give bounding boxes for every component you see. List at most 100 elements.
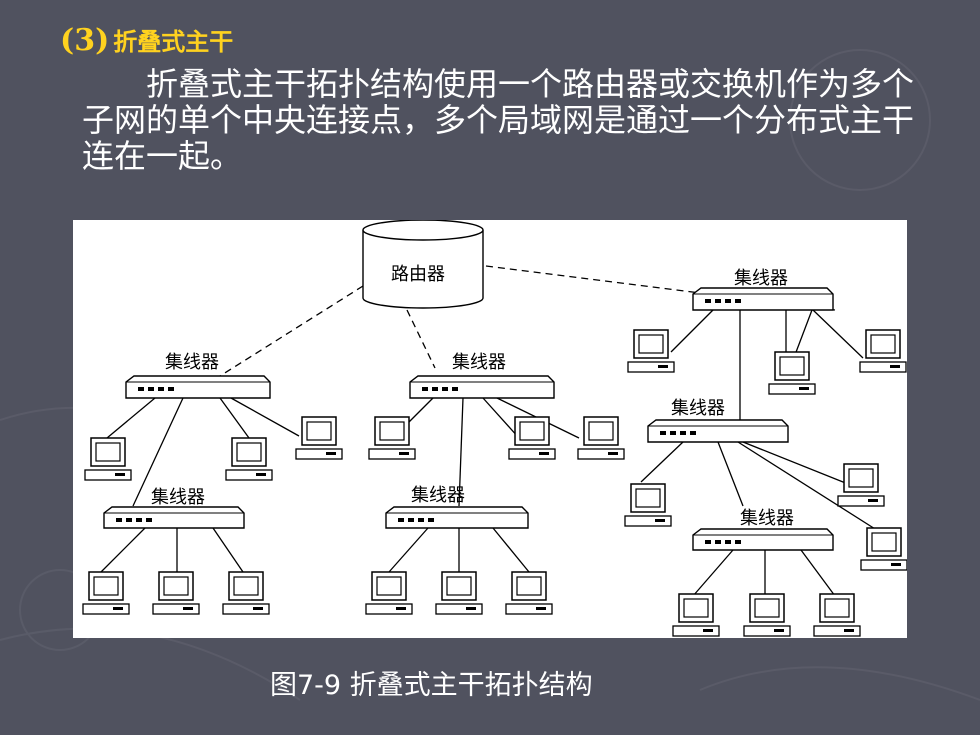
hub-port [158,387,164,391]
computer-drive-icon [536,607,546,610]
hub-port [148,387,154,391]
hub-port [452,387,458,391]
computer-base-icon [813,625,861,637]
hub-label-left: 集线器 [165,352,219,373]
computer-drive-icon [539,452,549,455]
heading-title: 折叠式主干 [113,27,234,56]
hub-port [705,299,711,303]
hub-port [146,518,152,522]
computer-drive-icon [890,365,900,368]
computer-base-icon [365,603,413,615]
heading-number: (3) [60,23,110,58]
computer-drive-icon [253,607,263,610]
computer-screen-icon [236,442,262,462]
backbone-link [406,309,436,369]
ethernet-link [219,397,250,439]
ethernet-link [812,309,864,359]
hub-port [715,299,721,303]
computer-screen-icon [635,488,661,508]
hub-label-mid-lower: 集线器 [411,485,465,506]
hub-label-top-right: 集线器 [734,268,788,289]
ethernet-link [100,527,146,573]
computer-screen-icon [93,576,119,596]
hub-port [136,518,142,522]
computer-drive-icon [774,629,784,632]
computer-base-icon [84,469,132,481]
hub-port [418,518,424,522]
topology-diagram [82,220,907,637]
computer-drive-icon [396,607,406,610]
hub-icon [647,419,789,443]
hub-icon [385,506,529,529]
computer-screen-icon [683,598,709,618]
router-label: 路由器 [391,264,445,285]
computer-drive-icon [113,607,123,610]
computer-drive-icon [466,607,476,610]
ethernet-link [640,441,684,483]
computer-screen-icon [871,532,897,552]
hub-port [690,431,696,435]
ethernet-link [717,441,744,507]
computer-screen-icon [446,576,472,596]
hub-port [126,518,132,522]
hub-port [422,387,428,391]
computer-base-icon [768,383,816,395]
computer-screen-icon [824,598,850,618]
computer-screen-icon [870,334,896,354]
paragraph-text: 折叠式主干拓扑结构使用一个路由器或交换机作为多个子网的单个中央连接点，多个局域网… [82,65,915,175]
computer-drive-icon [608,452,618,455]
hub-port [428,518,434,522]
computer-screen-icon [516,576,542,596]
computer-base-icon [82,603,130,615]
computer-screen-icon [376,576,402,596]
computer-base-icon [837,495,885,507]
computer-screen-icon [638,334,664,354]
computer-base-icon [743,625,791,637]
hub-port [725,299,731,303]
computer-drive-icon [799,387,809,390]
hub-label-right-lower: 集线器 [740,508,794,529]
computer-screen-icon [163,576,189,596]
computer-base-icon [859,361,907,373]
computer-drive-icon [658,365,668,368]
ethernet-link [458,397,464,507]
ethernet-link [482,397,520,439]
hub-port [432,387,438,391]
computer-screen-icon [754,598,780,618]
ethernet-link [742,441,854,487]
computer-drive-icon [326,452,336,455]
ethernet-link [692,549,734,597]
section-heading: (3)折叠式主干 [60,22,233,58]
hub-port [705,540,711,544]
body-paragraph: 折叠式主干拓扑结构使用一个路由器或交换机作为多个子网的单个中央连接点，多个局域网… [82,66,942,174]
computer-drive-icon [891,563,901,566]
ethernet-link [212,527,244,573]
computer-screen-icon [519,421,545,441]
computer-base-icon [222,603,270,615]
ethernet-link [230,397,300,437]
hub-port [138,387,144,391]
computer-drive-icon [115,473,125,476]
hub-icon [125,375,271,399]
hub-port [408,518,414,522]
router-body [362,230,484,309]
computer-screen-icon [306,421,332,441]
hub-icon [692,287,834,311]
hub-icon [409,375,555,399]
computer-base-icon [627,361,675,373]
ethernet-link [132,397,184,507]
hub-port [735,540,741,544]
hub-port [735,299,741,303]
hub-label-mid: 集线器 [452,352,506,373]
hub-port [725,540,731,544]
computer-base-icon [860,559,907,571]
computer-screen-icon [379,421,405,441]
hub-port [168,387,174,391]
topology-figure: 路由器 集线器 集线器 集线器 集线器 集线器 集线器 集线器 [73,220,907,638]
computer-base-icon [435,603,483,615]
ethernet-link [800,549,836,597]
hub-port [670,431,676,435]
computer-base-icon [225,469,273,481]
computer-base-icon [368,448,416,460]
computer-drive-icon [399,452,409,455]
